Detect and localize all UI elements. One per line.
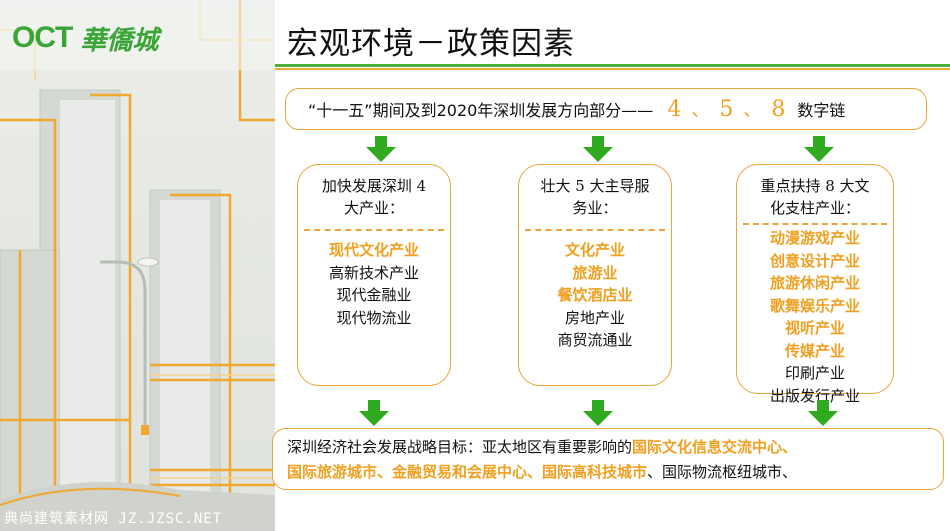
list-item: 房地产业 <box>564 308 625 327</box>
column-heading: 壮大 5 大主导服 务业： <box>519 175 671 219</box>
banner-number-4: 4 <box>667 96 682 122</box>
city-skyline-illustration <box>0 0 275 531</box>
left-decorative-panel: OCT 華僑城 <box>0 0 275 531</box>
title-divider-green <box>275 64 950 67</box>
eight-cultural-industries-box: 重点扶持 8 大文 化支柱产业： 动漫游戏产业 创意设计产业 旅游休闲产业 歌舞… <box>736 164 894 405</box>
goal-suffix: 、国际物流枢纽城市、 <box>647 463 798 481</box>
logo-chinese-name: 華僑城 <box>80 25 159 56</box>
list-item: 旅游业 <box>572 263 618 282</box>
column-heading: 加快发展深圳 4 大产业： <box>298 175 450 219</box>
slide-title: 宏观环境－政策因素 <box>287 26 575 62</box>
list-item: 歌舞娱乐产业 <box>769 296 860 315</box>
list-item: 印刷产业 <box>784 364 845 382</box>
watermark-left: 典尚建筑素材网 JZ.JZSC.NET <box>4 511 223 527</box>
list-item: 文化产业 <box>564 241 625 259</box>
goal-highlight: 国际旅游城市、金融贸易和会展中心、国际高科技城市 <box>287 463 648 481</box>
down-arrow-icon <box>359 400 389 426</box>
industry-list: 文化产业 旅游业 餐饮酒店业 房地产业 商贸流通业 <box>519 239 671 352</box>
strategic-goal-box: 深圳经济社会发展战略目标：亚太地区有重要影响的国际文化信息交流中心、 国际旅游城… <box>272 428 944 490</box>
industry-list: 动漫游戏产业 创意设计产业 旅游休闲产业 歌舞娱乐产业 视听产业 传媒产业 印刷… <box>737 227 893 407</box>
list-item: 餐饮酒店业 <box>557 286 633 304</box>
list-item: 出版发行产业 <box>769 386 860 405</box>
heading-line: 化支柱产业： <box>769 199 860 217</box>
goal-line-1: 深圳经济社会发展战略目标：亚太地区有重要影响的国际文化信息交流中心、 <box>287 435 943 460</box>
goal-highlight: 国际文化信息交流中心、 <box>632 438 798 456</box>
list-item: 高新技术产业 <box>328 263 419 282</box>
down-arrow-icon <box>808 400 838 426</box>
oct-logo: OCT 華僑城 <box>12 18 158 58</box>
heading-line: 务业： <box>572 199 618 217</box>
down-arrow-icon <box>583 136 613 162</box>
dashed-divider <box>743 223 887 225</box>
banner-separator: 、 <box>691 100 710 121</box>
heading-line: 加快发展深圳 4 <box>321 177 427 195</box>
banner-number-8: 8 <box>771 96 786 122</box>
down-arrow-icon <box>583 400 613 426</box>
heading-line: 重点扶持 8 大文 <box>760 177 870 195</box>
down-arrow-icon <box>804 136 834 162</box>
list-item: 传媒产业 <box>784 341 845 360</box>
banner-separator: 、 <box>743 100 762 121</box>
dashed-divider <box>525 229 665 231</box>
column-heading: 重点扶持 8 大文 化支柱产业： <box>737 175 893 219</box>
banner-number-5: 5 <box>719 96 734 122</box>
five-service-industries-box: 壮大 5 大主导服 务业： 文化产业 旅游业 餐饮酒店业 房地产业 商贸流通业 <box>518 164 672 386</box>
list-item: 现代物流业 <box>336 308 412 327</box>
list-item: 现代文化产业 <box>328 241 419 259</box>
list-item: 视听产业 <box>784 319 845 337</box>
development-direction-banner: “十一五”期间及到2020年深圳发展方向部分—— 4 、 5 、 8 数字链 <box>285 88 927 130</box>
logo-mark: OCT <box>12 21 73 54</box>
heading-line: 壮大 5 大主导服 <box>540 177 650 195</box>
watermark-right: NO:112934 <box>857 508 942 524</box>
dashed-divider <box>304 229 444 231</box>
banner-text: “十一五”期间及到2020年深圳发展方向部分—— <box>308 101 654 120</box>
list-item: 创意设计产业 <box>769 251 860 270</box>
list-item: 商贸流通业 <box>557 331 633 349</box>
goal-prefix: 深圳经济社会发展战略目标：亚太地区有重要影响的 <box>287 438 633 456</box>
list-item: 现代金融业 <box>336 286 412 304</box>
list-item: 动漫游戏产业 <box>769 229 860 247</box>
list-item: 旅游休闲产业 <box>769 274 860 292</box>
banner-tail: 数字链 <box>797 101 846 120</box>
title-divider-orange <box>275 68 950 70</box>
goal-line-2: 国际旅游城市、金融贸易和会展中心、国际高科技城市、国际物流枢纽城市、 <box>287 460 943 485</box>
industry-list: 现代文化产业 高新技术产业 现代金融业 现代物流业 <box>298 239 450 329</box>
down-arrow-icon <box>366 136 396 162</box>
four-industries-box: 加快发展深圳 4 大产业： 现代文化产业 高新技术产业 现代金融业 现代物流业 <box>297 164 451 386</box>
heading-line: 大产业： <box>343 199 404 217</box>
